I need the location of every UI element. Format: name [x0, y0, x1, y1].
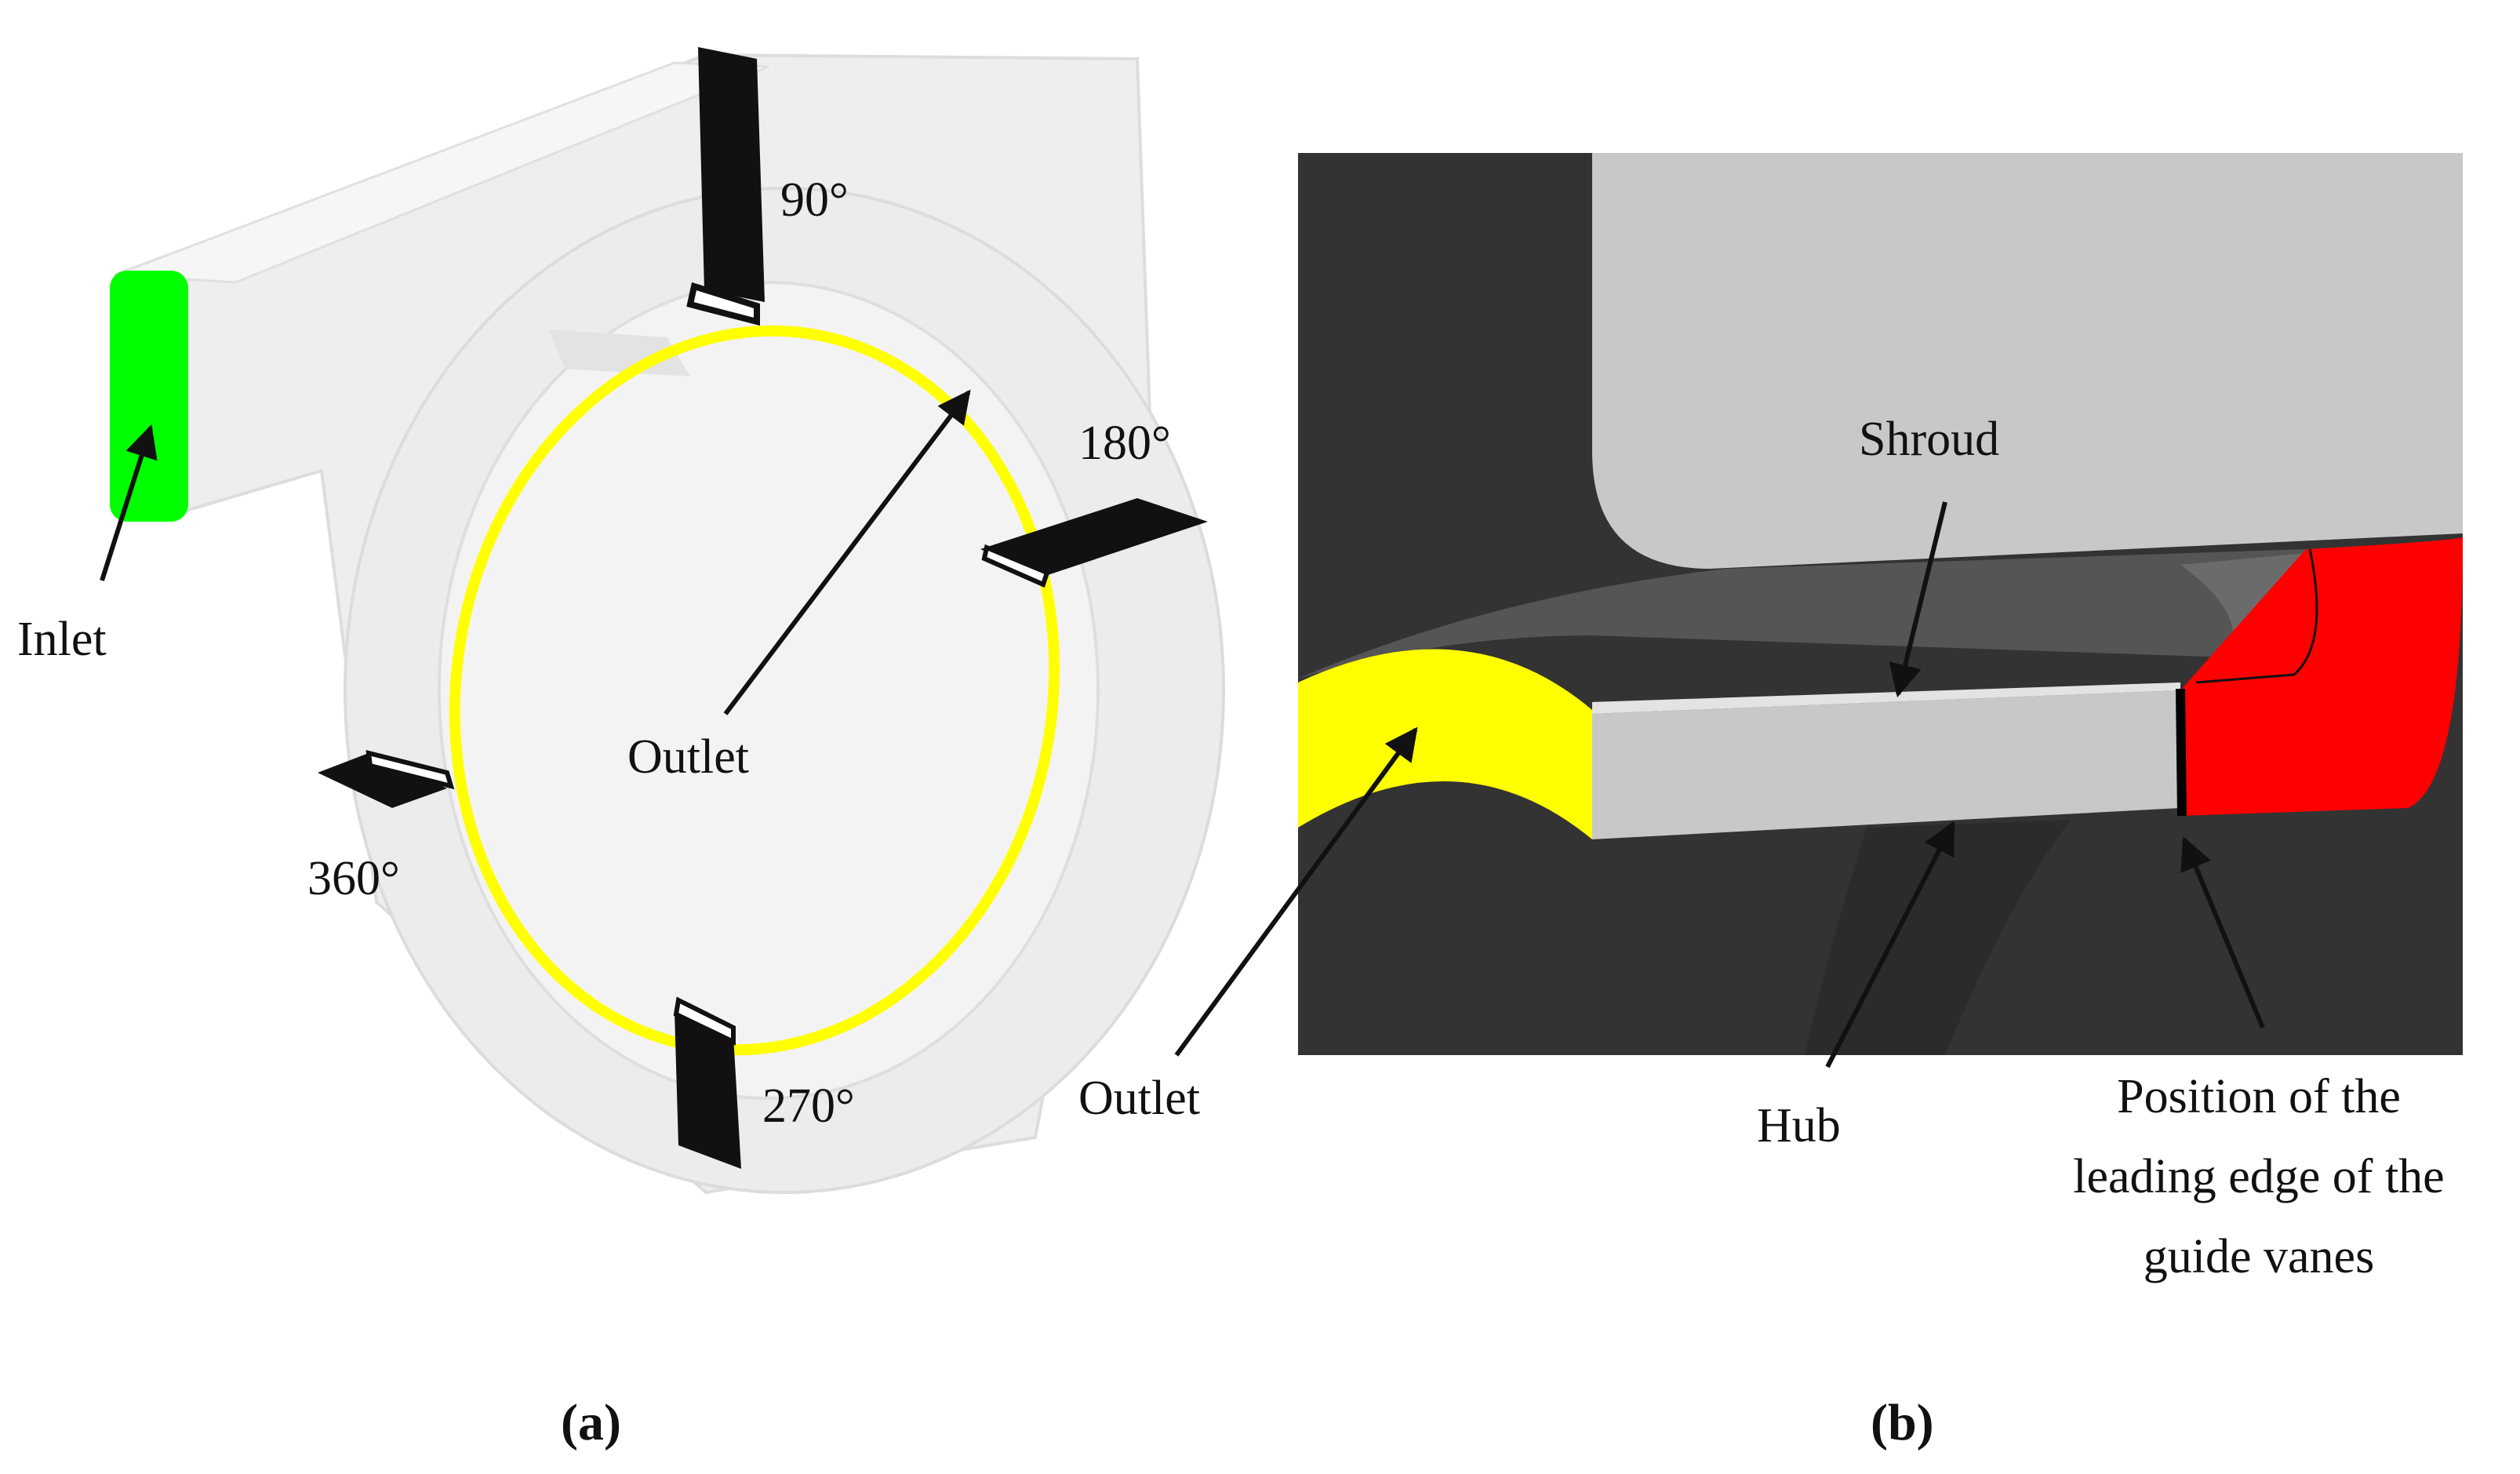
leading-edge-label-line2: leading edge of the [2073, 1150, 2444, 1203]
leading-edge-line [2176, 688, 2187, 817]
hub-slab [1592, 690, 2180, 839]
upper-block [1592, 153, 2463, 569]
leading-edge-arrow [2180, 836, 2265, 1029]
angle-90-label: 90° [780, 173, 849, 227]
outlet-label-b: Outlet [1078, 1072, 1200, 1125]
outlet-arrow-b [1174, 726, 1418, 1057]
angle-270-label: 270° [762, 1079, 855, 1133]
outlet-label-a: Outlet [627, 730, 749, 784]
hub-body [1804, 820, 2071, 1055]
monitor-plane-360 [318, 750, 455, 808]
volute-casing [114, 53, 1225, 1195]
angle-360-label: 360° [307, 852, 400, 905]
guide-vane-region [2180, 537, 2463, 816]
panel-a-volute: Inlet Outlet 90° 180° 270° 360° (a) [17, 47, 1225, 1451]
caption-a: (a) [561, 1394, 621, 1451]
outlet-arrow-a [723, 389, 971, 715]
inlet-face [110, 271, 188, 522]
monitor-plane-180 [980, 498, 1208, 588]
angle-180-label: 180° [1078, 417, 1171, 470]
leading-edge-label-line1: Position of the [2117, 1070, 2401, 1123]
shroud-label: Shroud [1859, 413, 1999, 466]
leading-edge-label-line3: guide vanes [2144, 1230, 2374, 1283]
shroud-arrow [1889, 501, 1947, 698]
hub-arrow [1825, 821, 1955, 1068]
monitor-plane-270 [673, 996, 741, 1169]
inlet-arrow [100, 424, 158, 581]
hub-label: Hub [1757, 1099, 1841, 1152]
inlet-label: Inlet [17, 613, 107, 666]
channel-top [1298, 549, 2318, 679]
monitor-plane-90 [686, 47, 765, 326]
panel-b-section: Shroud Hub Outlet Position of the leadin… [1078, 153, 2463, 1451]
caption-b: (b) [1871, 1394, 1934, 1451]
